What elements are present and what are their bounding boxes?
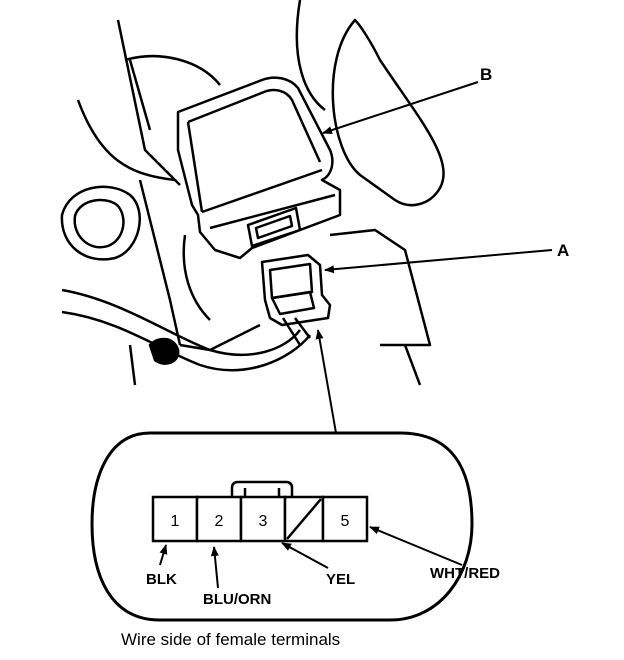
- pin-label-3: 3: [259, 513, 268, 530]
- leader-b: [322, 81, 479, 134]
- callout-label-a: A: [557, 241, 569, 260]
- chassis-background: [60, 0, 445, 386]
- wire-label-wht-red: WHT/RED: [430, 565, 500, 582]
- pin-label-1: 1: [171, 513, 180, 530]
- wire-label-yel: YEL: [326, 571, 355, 588]
- leader-blk: [159, 544, 168, 566]
- callout-label-b: B: [480, 65, 492, 84]
- connector-a: [260, 253, 332, 346]
- pin-label-5: 5: [341, 513, 350, 530]
- leader-connector: [315, 329, 337, 434]
- connector-lock-tab: [230, 480, 294, 497]
- pin-label-2: 2: [215, 513, 224, 530]
- wire-label-blu-orn: BLU/ORN: [203, 591, 271, 608]
- leader-blu-orn: [210, 546, 219, 589]
- wire-label-blk: BLK: [146, 571, 177, 588]
- terminal-cavity-5: [321, 495, 369, 543]
- leader-wht-red: [369, 526, 463, 566]
- leader-yel: [281, 542, 329, 569]
- figure-caption: Wire side of female terminals: [121, 630, 340, 649]
- callout-leaders: [315, 81, 553, 434]
- connector-face: [151, 480, 369, 543]
- control-unit-b: [176, 76, 342, 260]
- leader-a: [324, 249, 553, 274]
- wire-leaders: [159, 526, 463, 589]
- cable-harness: [61, 288, 311, 372]
